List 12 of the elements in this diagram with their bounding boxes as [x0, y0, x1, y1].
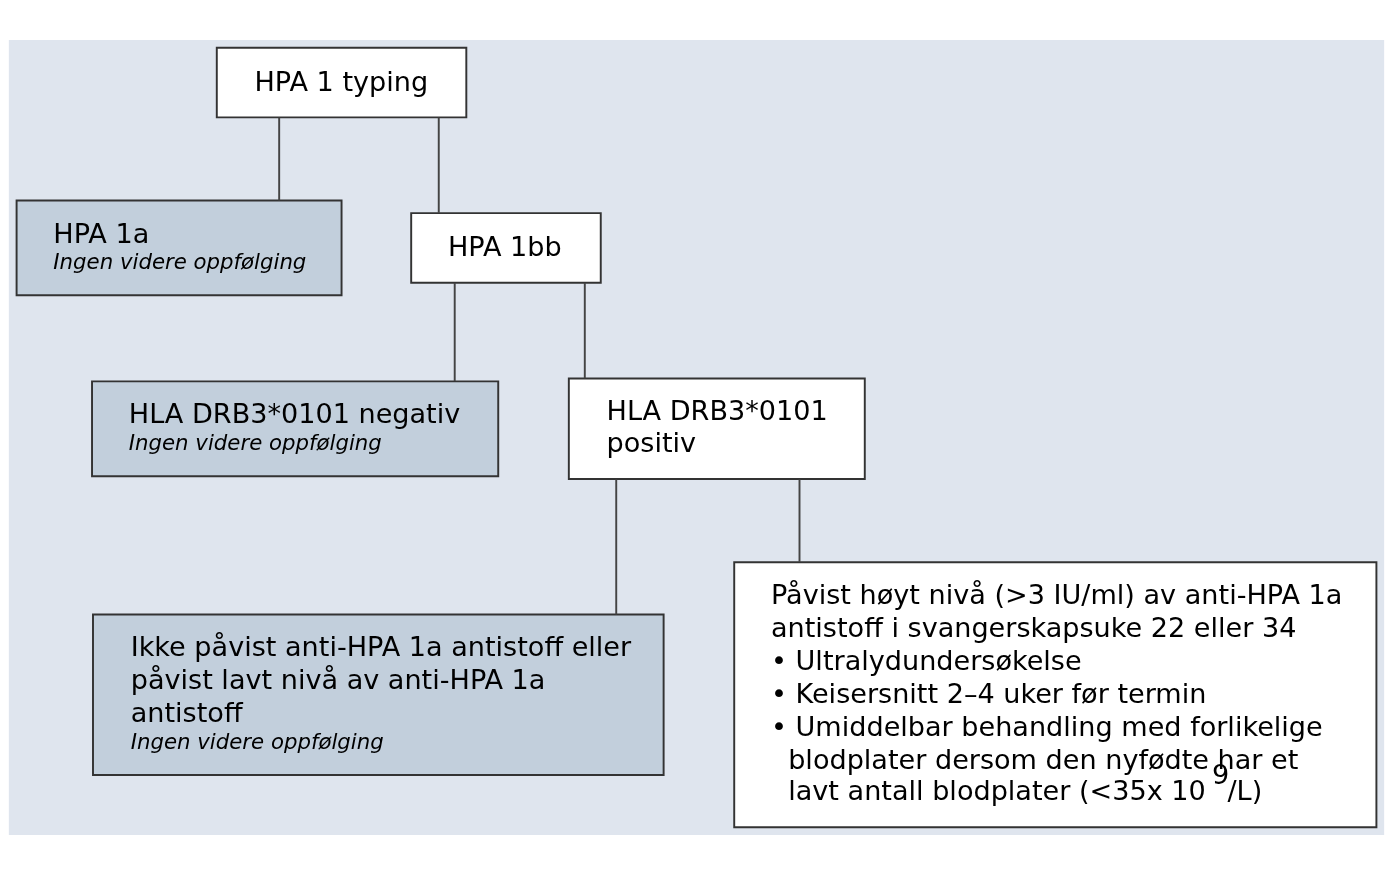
node-box: HPA 1bb [410, 212, 602, 284]
connector [437, 116, 440, 214]
connector [278, 116, 281, 202]
connector [615, 478, 618, 616]
node-box: HLA DRB3*0101 positiv [567, 377, 866, 481]
node-box: HLA DRB3*0101 negativ Ingen videre oppfølging [91, 380, 500, 478]
connector [583, 281, 586, 380]
connector [798, 478, 801, 563]
node-box: Ikke påvist anti-HPA 1a antistoff eller påvist lavt nivå av anti-HPA 1a antistoff Ingen videre oppfølging [92, 613, 665, 776]
node-box: HPA 1a Ingen videre oppfølging [15, 199, 343, 297]
node-box: HPA 1 typing [215, 46, 468, 119]
connector [453, 281, 456, 382]
